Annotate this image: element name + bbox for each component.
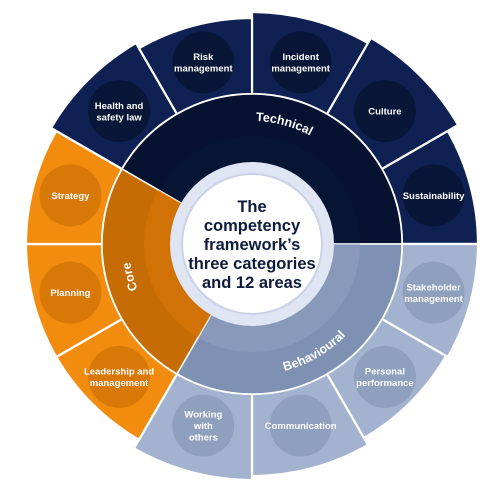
area-label: Sustainability — [403, 191, 465, 202]
area-label: Strategy — [51, 191, 90, 202]
category-band-inner-behavioural — [198, 244, 360, 352]
area-circle — [353, 80, 416, 143]
area-culture: Culture — [325, 36, 460, 171]
area-circle — [353, 345, 416, 408]
area-communication: Communication — [250, 372, 370, 478]
area-circle — [402, 164, 465, 227]
area-label: Planning — [50, 288, 90, 299]
area-label: Communication — [265, 421, 337, 432]
area-circle — [172, 394, 235, 457]
area-circle — [88, 345, 151, 408]
area-sustainability: Sustainability — [380, 129, 480, 246]
area-circle — [269, 394, 332, 457]
area-circle — [269, 31, 332, 94]
area-circle — [88, 80, 151, 143]
area-circle — [39, 261, 102, 324]
center-hub-circle — [181, 173, 323, 315]
area-planning: Planning — [24, 242, 124, 359]
area-label: Culture — [368, 107, 401, 118]
area-circle — [172, 31, 235, 94]
area-circle — [402, 261, 465, 324]
area-circle — [39, 164, 102, 227]
category-band-inner-technical — [158, 136, 360, 244]
